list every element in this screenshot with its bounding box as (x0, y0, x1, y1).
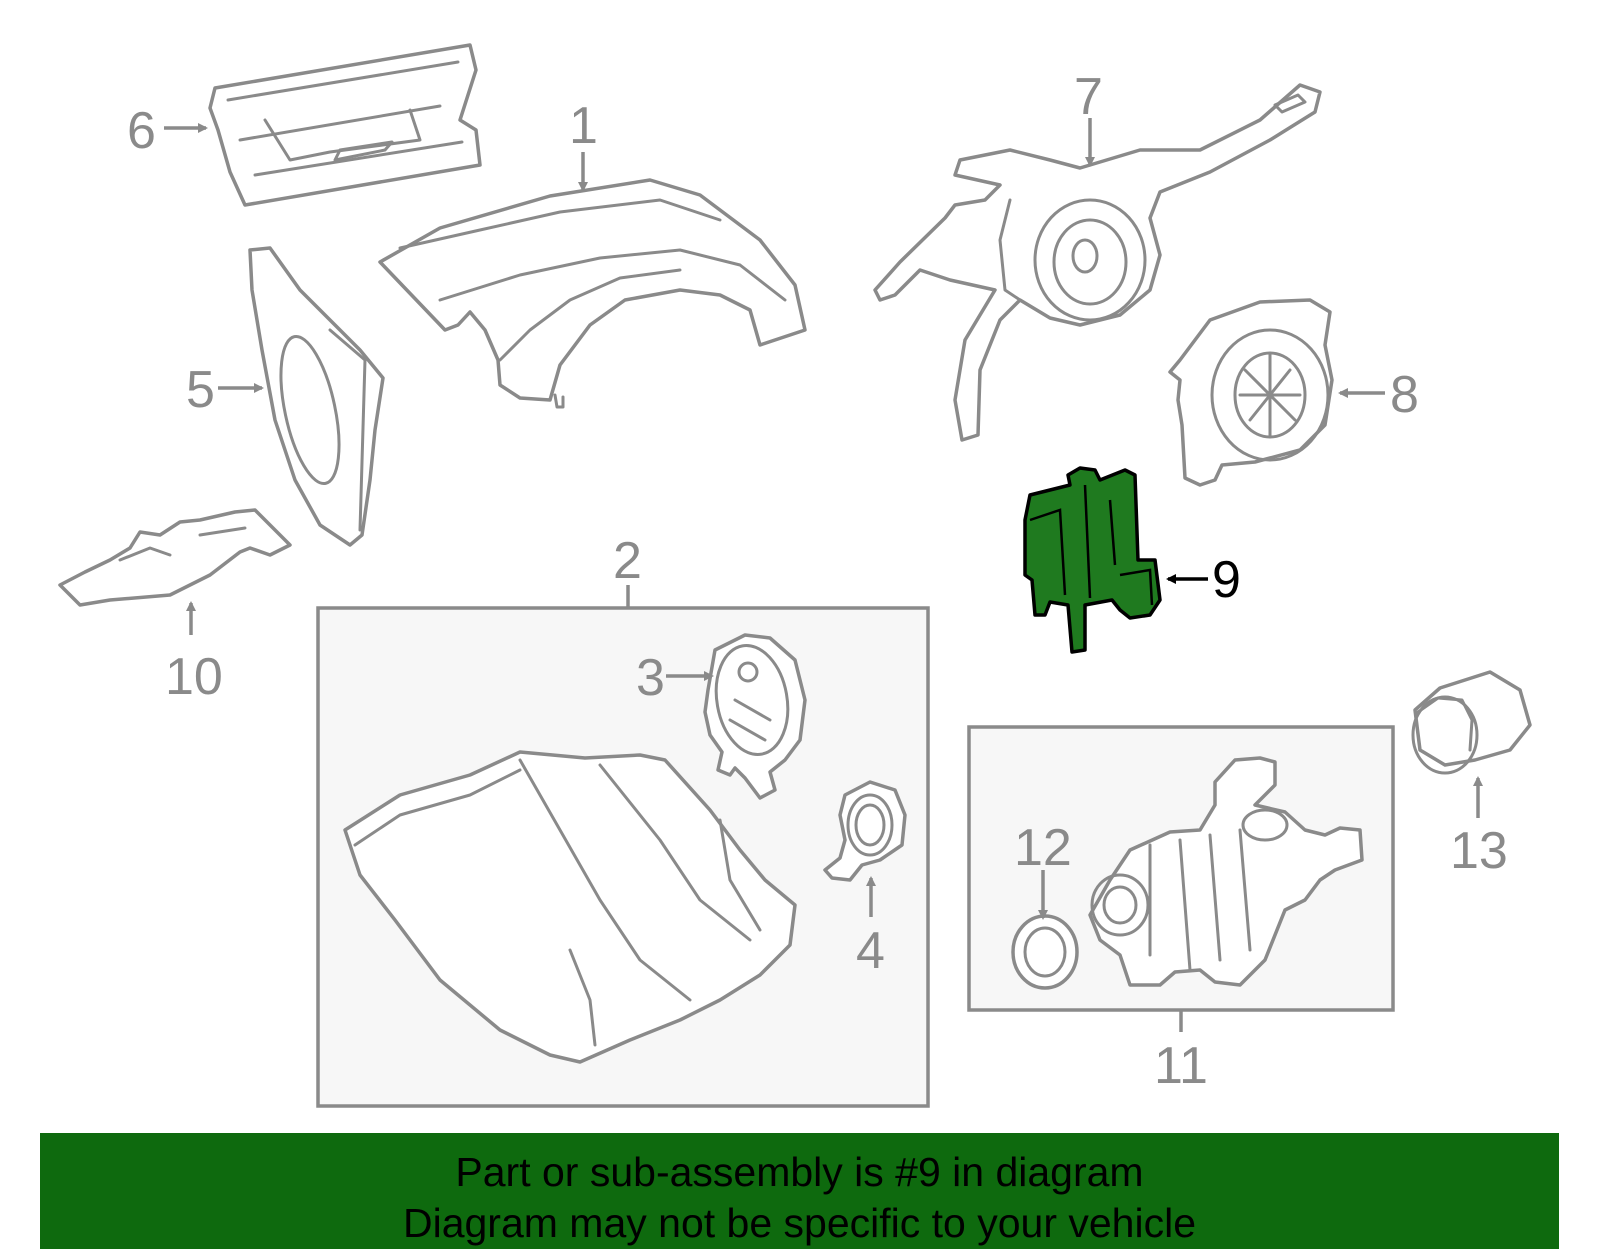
callout-8: 8 (1390, 366, 1419, 424)
parts-diagram: 1 2 3 4 5 6 7 8 9 10 11 12 13 (58, 43, 1532, 1108)
callout-2: 2 (613, 532, 642, 590)
part-1-upper-cover (378, 178, 807, 409)
callout-5: 5 (186, 361, 215, 419)
info-banner: Part or sub-assembly is #9 in diagram Di… (40, 1133, 1559, 1249)
part-4-grommet (823, 780, 907, 882)
banner-line-1: Part or sub-assembly is #9 in diagram (455, 1149, 1144, 1195)
part-5-side-panel (248, 246, 385, 547)
callout-7: 7 (1074, 68, 1103, 126)
callout-6: 6 (127, 102, 156, 160)
callout-4: 4 (856, 922, 885, 980)
callout-9: 9 (1212, 551, 1241, 609)
part-9-ignition-switch (1023, 466, 1162, 654)
leader-lines (164, 118, 1483, 1032)
part-8-clock-spring (1168, 298, 1334, 487)
part-3-plate (703, 633, 807, 800)
callout-10: 10 (165, 648, 223, 706)
callout-13: 13 (1450, 822, 1508, 880)
part-11-lock-housing (1088, 756, 1364, 987)
part-10-bracket (58, 508, 292, 607)
part-13-cap (1411, 670, 1532, 775)
part-7-combination-switch (873, 83, 1322, 442)
callout-12: 12 (1014, 819, 1072, 877)
banner-line-2: Diagram may not be specific to your vehi… (402, 1200, 1196, 1246)
part-2-lower-cover (343, 750, 797, 1064)
part-12-ring (1011, 914, 1079, 990)
callout-1: 1 (569, 97, 598, 155)
part-6-bracket (208, 43, 482, 207)
callout-3: 3 (636, 649, 665, 707)
callout-11: 11 (1154, 1037, 1208, 1095)
callout-labels: 1 2 3 4 5 6 7 8 9 10 11 12 13 (127, 68, 1508, 1095)
